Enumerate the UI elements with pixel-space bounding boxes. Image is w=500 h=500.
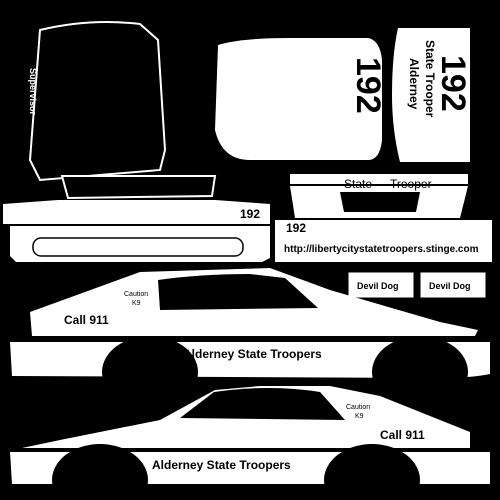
side-bottom-call-911: Call 911: [380, 428, 425, 442]
hood-shape: [28, 21, 167, 182]
front-bumper-unit-number: 192: [240, 207, 260, 221]
roof-panel: 192: [215, 38, 387, 160]
side-top-window: [158, 274, 318, 310]
rear-bumper-unit-number: 192: [286, 221, 306, 235]
side-top-front-wheel-arch: [102, 336, 198, 408]
license-plate-left: Devil Dog: [347, 271, 415, 299]
plate-left-body: [347, 271, 415, 299]
front-grille-top: [60, 175, 217, 200]
plate-right-body: [419, 271, 487, 299]
trunk-panel: Alderney State Trooper 192: [392, 28, 472, 162]
roof-shape: [215, 38, 382, 160]
front-bumper-upper: [3, 200, 270, 224]
front-bumper: 192: [3, 175, 270, 262]
hood-panel: Supervisor: [28, 21, 167, 182]
plate-right-text: Devil Dog: [429, 281, 471, 291]
side-bottom-k9: K9: [355, 413, 364, 420]
side-bottom-rear-wheel-arch: [324, 444, 420, 500]
side-top-rear-wheel-arch: [372, 336, 468, 408]
side-bottom-door-text: Alderney State Troopers: [152, 458, 291, 472]
rear-state-word: State: [344, 177, 372, 191]
side-top-door-text: Alderney State Troopers: [183, 347, 322, 361]
side-top-caution: Caution: [124, 291, 148, 298]
license-plate-right: Devil Dog: [419, 271, 487, 299]
rear-panel-cutout: [340, 192, 420, 212]
side-top-k9: K9: [132, 300, 141, 307]
rear-trooper-word: Trooper: [390, 177, 432, 191]
trunk-alderney-text: Alderney: [407, 58, 421, 110]
side-panel-bottom: Caution K9 Call 911 Alderney State Troop…: [10, 386, 490, 500]
rear-bumper-lower: [275, 220, 492, 262]
roof-unit-number: 192: [349, 57, 387, 114]
trunk-shape: [392, 28, 470, 162]
side-panel-top: Caution K9 Call 911 Alderney State Troop…: [10, 268, 490, 408]
rear-bumper-header: [290, 174, 468, 184]
trunk-unit-number: 192: [434, 55, 472, 112]
rear-bumper: State Trooper 192 http://libertycitystat…: [275, 174, 492, 262]
side-top-call-911: Call 911: [64, 313, 109, 327]
side-bottom-window: [180, 388, 345, 420]
plate-left-text: Devil Dog: [357, 281, 399, 291]
rear-bumper-url: http://libertycitystatetroopers.stinge.c…: [284, 244, 479, 255]
front-bumper-slot: [32, 237, 244, 257]
hood-supervisor-label: Supervisor: [28, 68, 38, 116]
side-bottom-front-wheel-arch: [52, 444, 148, 500]
side-bottom-caution: Caution: [346, 404, 370, 411]
trunk-state-trooper-text: State Trooper: [423, 40, 437, 118]
